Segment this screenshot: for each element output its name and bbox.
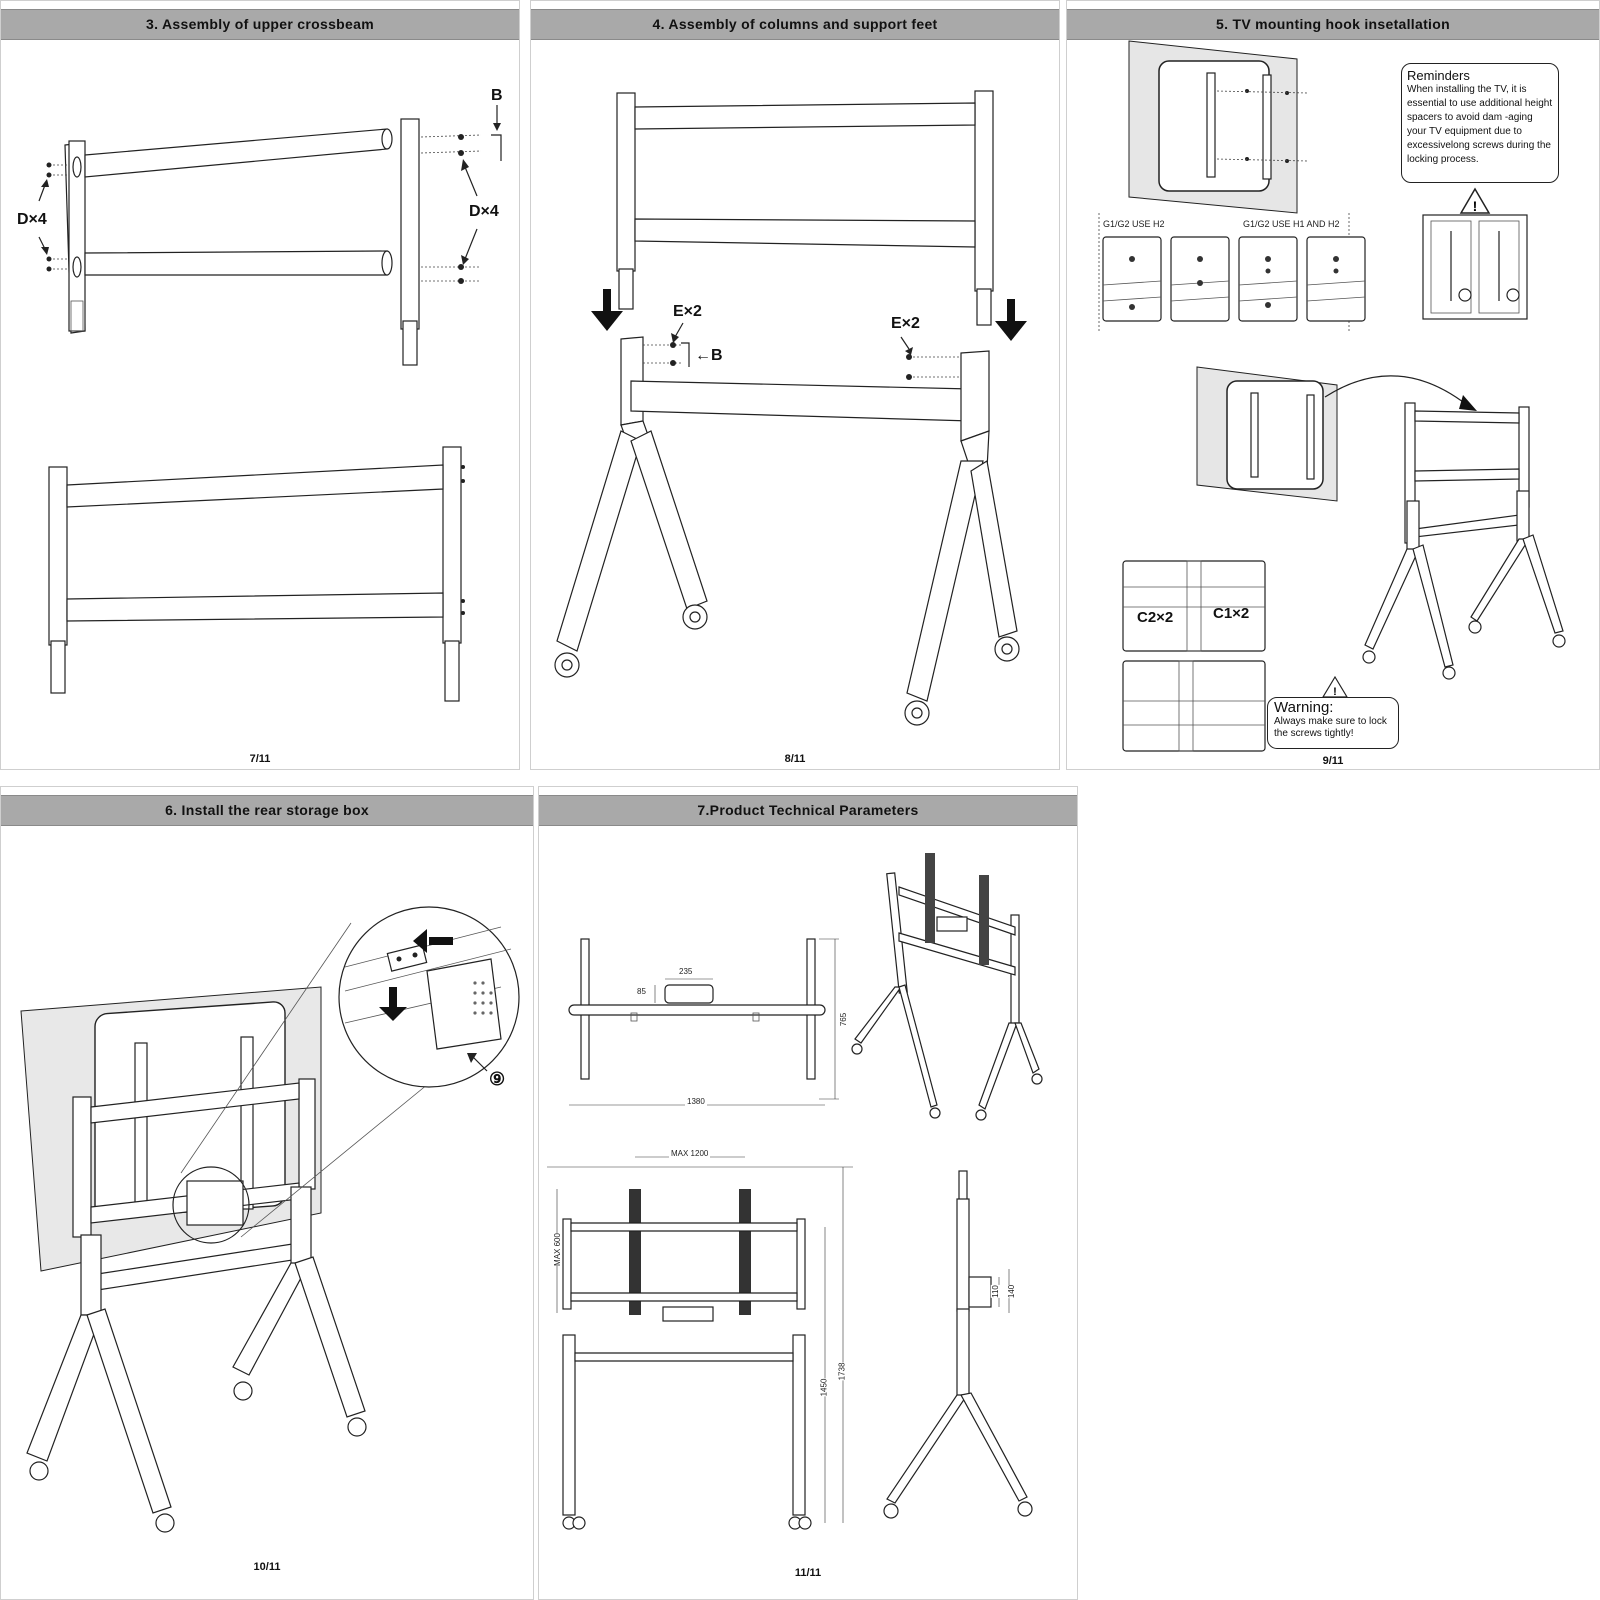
section-title: 5. TV mounting hook insetallation [1067,9,1599,40]
page-number: 8/11 [784,753,806,765]
part-number-9: ⑨ [489,1069,506,1089]
svg-text:!: ! [1333,686,1337,698]
page-tv-hook-installation: 5. TV mounting hook insetallation ! [1066,0,1600,770]
page-number: 11/11 [794,1567,822,1579]
reminders-title: Reminders [1407,68,1470,83]
crossbeam-exploded-diagram [38,105,502,702]
dim-85: 85 [637,987,646,996]
label-c2: C2×2 [1137,609,1174,626]
dim-1380: 1380 [685,1097,707,1106]
page-upper-crossbeam: 3. Assembly of upper crossbeam [0,0,520,770]
svg-text:!: ! [1473,198,1478,214]
columns-feet-diagram [554,90,1027,726]
use-h1-h2-label: G1/G2 USE H1 AND H2 [1243,219,1340,229]
page-rear-storage-box: 6. Install the rear storage box [0,786,534,1600]
page-technical-parameters: 7.Product Technical Parameters [538,786,1078,1600]
dim-1738: 1738 [837,1362,847,1381]
label-b: ←B [695,347,723,364]
label-b: B [491,87,503,104]
page-number: 7/11 [249,753,271,765]
section-title: 3. Assembly of upper crossbeam [1,9,519,40]
label-e-left: E×2 [673,303,702,320]
dim-235: 235 [679,967,693,976]
page-number: 10/11 [253,1561,281,1573]
dim-max-600: MAX 600 [552,1233,562,1266]
label-d-right: D×4 [469,203,499,220]
reminders-box: Reminders When installing the TV, it is … [1401,63,1559,183]
label-c1: C1×2 [1213,605,1250,622]
reminders-text: When installing the TV, it is essential … [1407,84,1553,165]
dim-140: 140 [1007,1284,1017,1299]
dim-max-1200: MAX 1200 [669,1149,711,1158]
section-title: 7.Product Technical Parameters [539,795,1077,826]
section-title: 4. Assembly of columns and support feet [531,9,1059,40]
warning-title: Warning: [1274,699,1334,716]
label-e-right: E×2 [891,315,920,332]
dim-110: 110 [990,1285,1000,1298]
label-d-left: D×4 [17,211,47,228]
warning-box: Warning: Always make sure to lock the sc… [1267,697,1399,749]
section-title: 6. Install the rear storage box [1,795,533,826]
dim-1450: 1450 [819,1378,829,1397]
page-columns-support-feet: 4. Assembly of columns and support feet [530,0,1060,770]
technical-drawings [547,853,1043,1530]
dim-765: 765 [839,1012,849,1027]
use-h2-label: G1/G2 USE H2 [1103,219,1165,229]
storage-box-diagram [20,906,520,1533]
page-number: 9/11 [1322,755,1344,767]
warning-text: Always make sure to lock the screws tigh… [1274,716,1387,739]
